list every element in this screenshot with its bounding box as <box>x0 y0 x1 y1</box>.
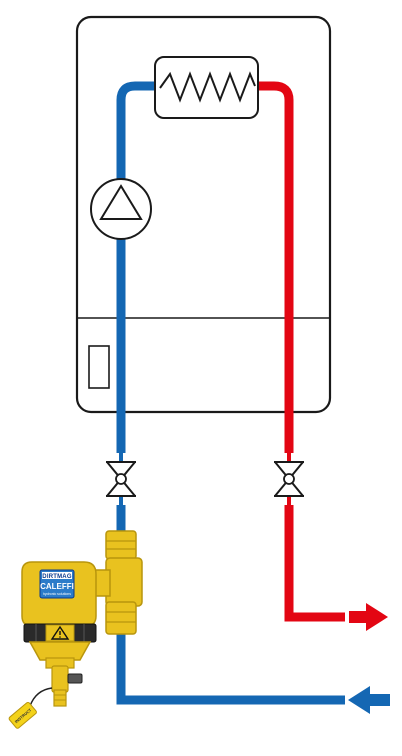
boiler-display-window <box>88 345 110 389</box>
separator-drain-valve <box>51 665 69 693</box>
flow-outlet <box>345 603 388 631</box>
return-pipe <box>116 81 345 705</box>
heat-exchanger <box>154 56 259 119</box>
separator-brand-main: CALEFFI <box>40 582 74 591</box>
separator-tee <box>105 557 143 607</box>
tag-cord <box>29 687 53 707</box>
zigzag-coil-icon <box>159 71 256 103</box>
dirt-separator: DIRTMAG CALEFFI hydronic solutions <box>8 530 143 729</box>
boiler-casing <box>75 15 332 414</box>
separator-top-union <box>105 530 137 560</box>
separator-bottom-union <box>105 601 137 635</box>
pump <box>90 178 152 240</box>
drain-valve-handle <box>67 673 83 684</box>
separator-brand-sub: hydronic solutions <box>43 592 71 596</box>
arrow-right-icon <box>349 603 388 631</box>
pump-triangle-icon <box>99 184 143 220</box>
flow-valve <box>272 453 306 505</box>
arrow-left-icon <box>348 686 390 714</box>
flow-pipe <box>253 81 345 622</box>
return-inlet <box>348 686 390 714</box>
return-valve <box>104 453 138 505</box>
instruction-tag <box>8 701 37 729</box>
separator-brand-top: DIRTMAG <box>42 574 72 580</box>
separator-lower-body <box>28 641 92 661</box>
